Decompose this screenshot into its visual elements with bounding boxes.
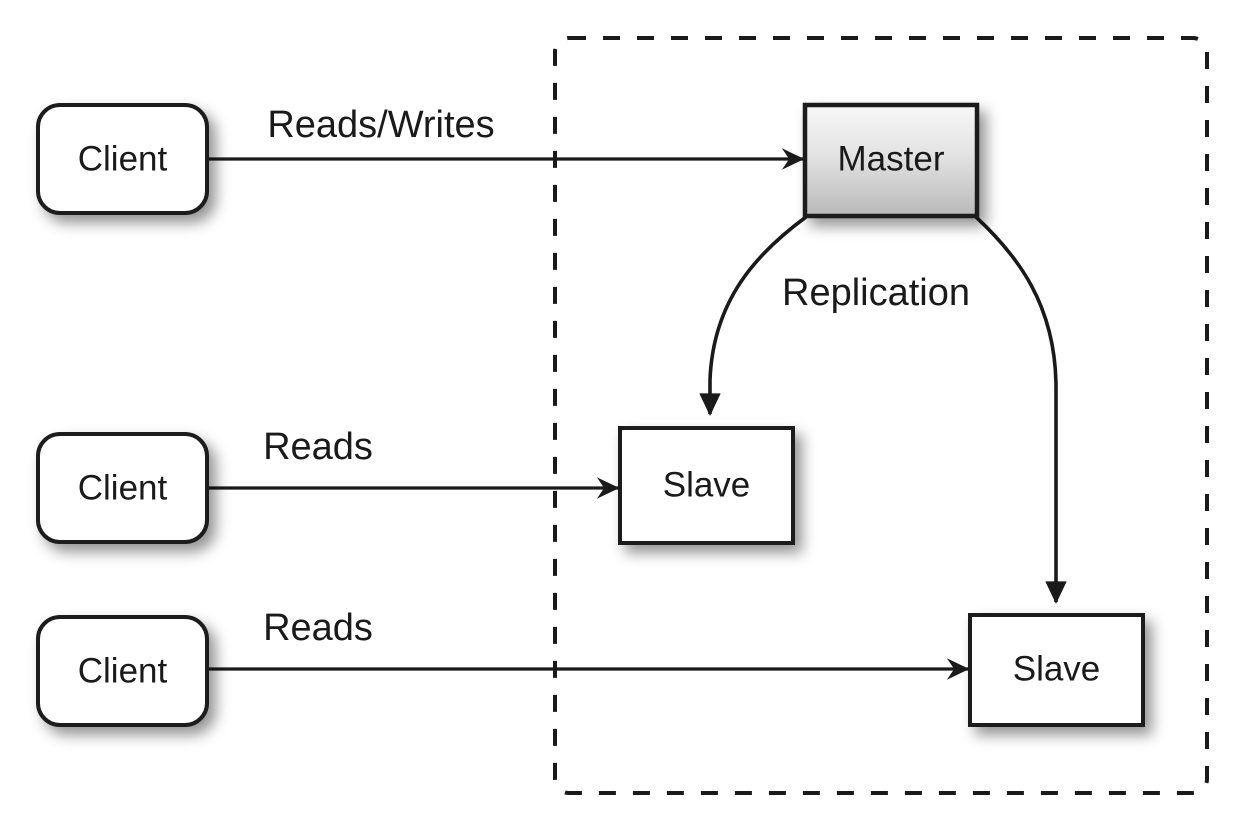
client-top-box[interactable] — [36, 103, 209, 215]
node-slave-upper[interactable]: Slave — [618, 426, 795, 545]
edge-label-reads-writes: Reads/Writes — [267, 104, 494, 146]
node-slave-lower[interactable]: Slave — [968, 613, 1145, 727]
node-client-bottom[interactable]: Client — [36, 615, 209, 727]
edge-master-to-slave-lower-replication — [974, 215, 1067, 604]
slave-upper-box[interactable] — [618, 426, 795, 545]
client-bottom-box[interactable] — [36, 615, 209, 727]
edge-label-reads-middle: Reads — [263, 426, 373, 468]
client-middle-box[interactable] — [36, 432, 209, 544]
master-box[interactable] — [802, 102, 980, 219]
edge-label-reads-bottom: Reads — [263, 607, 373, 649]
client-middle-label: Client — [78, 468, 168, 507]
slave-upper-label: Slave — [663, 465, 751, 504]
master-label: Master — [838, 139, 945, 178]
slave-lower-box[interactable] — [968, 613, 1145, 727]
server-boundary-dashed-rect — [553, 36, 1209, 795]
node-client-top[interactable]: Client — [36, 103, 209, 215]
client-top-label: Client — [78, 139, 168, 178]
node-client-middle[interactable]: Client — [36, 432, 209, 544]
edge-label-replication: Replication — [782, 272, 970, 314]
edge-master-to-slave-upper-replication — [699, 215, 808, 416]
client-bottom-label: Client — [78, 651, 168, 690]
node-master[interactable]: Master — [802, 102, 980, 219]
slave-lower-label: Slave — [1013, 649, 1101, 688]
